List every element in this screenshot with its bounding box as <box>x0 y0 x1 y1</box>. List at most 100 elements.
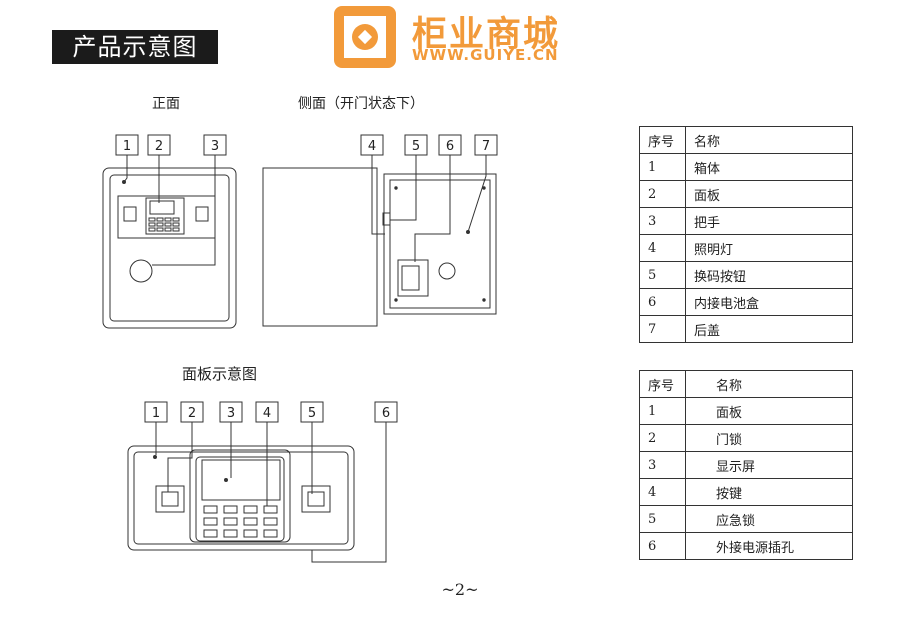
table-cell-name: 换码按钮 <box>685 261 853 289</box>
table-cell-name: 外接电源插孔 <box>685 532 853 560</box>
table-cell-index: 7 <box>639 315 686 343</box>
table-header-row: 序号 名称 <box>639 126 853 154</box>
side-body-inner <box>389 179 491 309</box>
panel-emergency-lock-core <box>307 491 325 507</box>
brand-emblem-icon <box>334 6 396 68</box>
panel-outer <box>127 445 355 551</box>
front-callout-numbers: 1 2 3 <box>123 139 219 154</box>
table-header-cell: 序号 <box>639 370 686 398</box>
front-callout-2: 2 <box>155 139 163 154</box>
panel-inner <box>133 451 349 545</box>
table-cell-index: 6 <box>639 288 686 316</box>
front-view-diagram <box>102 134 237 329</box>
table-cell-index: 3 <box>639 207 686 235</box>
side-light <box>382 212 391 226</box>
panel-view-diagram <box>127 401 398 563</box>
front-door-lock <box>123 206 137 222</box>
panel-callout-5: 5 <box>308 406 316 421</box>
side-door-panel <box>262 167 378 327</box>
table-cell-name: 照明灯 <box>685 234 853 262</box>
table-header-cell: 名称 <box>685 370 853 398</box>
side-callout-numbers: 4 5 6 7 <box>368 139 490 154</box>
page-number: ~2~ <box>441 580 479 599</box>
table-header-row: 序号 名称 <box>639 370 853 398</box>
panel-callout-3: 3 <box>227 406 235 421</box>
side-callout-5: 5 <box>412 139 420 154</box>
panel-callout-numbers: 1 2 3 4 5 6 <box>152 406 390 421</box>
table-cell-name: 面板 <box>685 397 853 425</box>
panel-callout-4: 4 <box>263 406 271 421</box>
side-view-label: 侧面（开门状态下） <box>298 96 424 112</box>
side-callout-6: 6 <box>446 139 454 154</box>
table-cell-index: 1 <box>639 153 686 181</box>
front-keypad-grid <box>148 217 180 232</box>
table-cell-index: 3 <box>639 451 686 479</box>
front-panel <box>117 195 216 239</box>
panel-callout-2: 2 <box>188 406 196 421</box>
table-cell-name: 显示屏 <box>685 451 853 479</box>
table-cell-index: 4 <box>639 478 686 506</box>
panel-view-label: 面板示意图 <box>182 365 258 383</box>
front-display <box>149 200 175 215</box>
panel-door-lock-core <box>161 491 179 507</box>
table-cell-index: 4 <box>639 234 686 262</box>
table-cell-index: 2 <box>639 180 686 208</box>
table-cell-index: 6 <box>639 532 686 560</box>
panel-keypad-grid <box>203 505 278 538</box>
front-emergency-lock <box>195 206 209 222</box>
front-door-outline <box>109 174 230 322</box>
side-reset-button <box>438 262 456 280</box>
side-callout-4: 4 <box>368 139 376 154</box>
brand-name: 柜业商城 <box>412 15 561 55</box>
table-cell-index: 1 <box>639 397 686 425</box>
brand-url: WWW.GUIYE.CN <box>412 46 559 64</box>
front-handle-knob <box>129 259 153 283</box>
panel-keypad-module <box>189 449 291 543</box>
front-keypad-module <box>145 197 185 235</box>
side-battery-box <box>397 259 429 297</box>
section-title: 产品示意图 <box>52 30 218 64</box>
table-cell-index: 2 <box>639 424 686 452</box>
panel-callout-6: 6 <box>382 406 390 421</box>
table-cell-name: 面板 <box>685 180 853 208</box>
table-cell-name: 把手 <box>685 207 853 235</box>
table-header-cell: 名称 <box>685 126 853 154</box>
side-view-diagram <box>262 134 498 327</box>
panel-emergency-lock <box>301 485 331 513</box>
side-battery-slot <box>401 265 420 291</box>
table-cell-name: 内接电池盒 <box>685 288 853 316</box>
panel-callout-1: 1 <box>152 406 160 421</box>
table-header-cell: 序号 <box>639 126 686 154</box>
table-cell-name: 门锁 <box>685 424 853 452</box>
table-cell-name: 箱体 <box>685 153 853 181</box>
panel-door-lock <box>155 485 185 513</box>
front-view-label: 正面 <box>152 96 180 112</box>
table-cell-index: 5 <box>639 505 686 533</box>
brand-logo: 柜业商城 WWW.GUIYE.CN <box>330 2 600 72</box>
table-cell-name: 应急锁 <box>685 505 853 533</box>
table-cell-index: 5 <box>639 261 686 289</box>
panel-display <box>201 459 281 501</box>
table-cell-name: 后盖 <box>685 315 853 343</box>
table-cell-name: 按键 <box>685 478 853 506</box>
front-callout-3: 3 <box>211 139 219 154</box>
side-callout-7: 7 <box>482 139 490 154</box>
front-callout-1: 1 <box>123 139 131 154</box>
